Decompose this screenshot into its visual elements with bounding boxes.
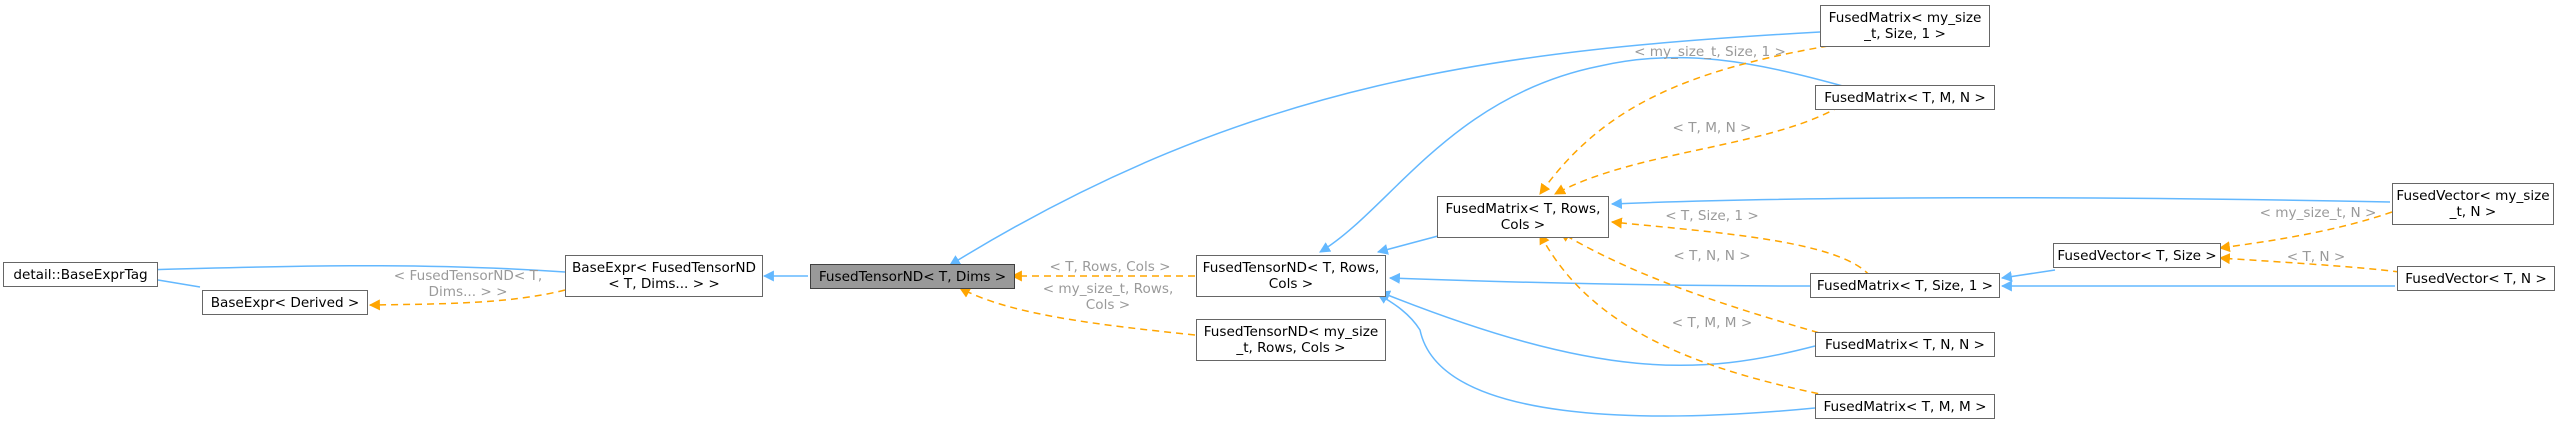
node-fused-tensor-nd-my-size[interactable]: FusedTensorND< my_size _t, Rows, Cols >: [1196, 319, 1386, 361]
edge-matrix-tmm-to-tensor-rows-cols: [1377, 293, 1816, 417]
node-fused-tensor-nd[interactable]: FusedTensorND< T, Dims >: [810, 264, 1015, 289]
label-fused-tensor-nd-args: < FusedTensorND< T, Dims... > >: [393, 268, 543, 300]
label-my-size-n: < my_size_t, N >: [2259, 205, 2377, 221]
edge-vector-my-size-to-matrix-rows-cols: [1610, 196, 2391, 210]
node-fused-matrix-t-n-n[interactable]: FusedMatrix< T, N, N >: [1815, 332, 1995, 357]
edge-matrix-tmn-to-rows-cols: [1319, 56, 1851, 253]
label-t-m-n: < T, M, N >: [1672, 120, 1752, 136]
edge-matrix-tnn-to-tensor-rows-cols: [1378, 290, 1816, 366]
edge-my-size-to-tensor: [959, 287, 1196, 336]
edge-matrix-tnn-to-rows-cols: [1559, 231, 1831, 337]
edge-matrix-rows-cols-to-tensor-rows-cols: [1376, 235, 1439, 255]
edge-vector-tn-to-vector-size: [2218, 253, 2401, 273]
label-t-n-n: < T, N, N >: [1673, 248, 1751, 264]
edge-matrix-tmn-to-rows-cols: [1554, 99, 1851, 195]
node-fused-matrix-t-m-n[interactable]: FusedMatrix< T, M, N >: [1815, 85, 1995, 110]
node-fused-matrix-rows-cols[interactable]: FusedMatrix< T, Rows, Cols >: [1437, 196, 1609, 238]
label-my-size-size-1: < my_size_t, Size, 1 >: [1634, 44, 1786, 60]
node-base-expr-fused-tensor[interactable]: BaseExpr< FusedTensorND < T, Dims... > >: [565, 255, 763, 297]
edge-matrix-my-size-to-tensor: [949, 31, 1821, 266]
label-t-size-1: < T, Size, 1 >: [1665, 208, 1759, 224]
label-my-size-rows-cols: < my_size_t, Rows, Cols >: [1042, 281, 1174, 313]
node-fused-vector-my-size[interactable]: FusedVector< my_size _t, N >: [2392, 183, 2554, 225]
edge-matrix-size1-to-rows-cols: [1610, 217, 1871, 277]
node-base-expr-derived[interactable]: BaseExpr< Derived >: [202, 290, 368, 315]
node-base-expr-tag[interactable]: detail::BaseExprTag: [3, 262, 158, 287]
node-fused-vector-t-n[interactable]: FusedVector< T, N >: [2397, 266, 2555, 291]
node-fused-matrix-t-size-1[interactable]: FusedMatrix< T, Size, 1 >: [1810, 273, 2000, 298]
edge-fused-base-to-tag: [138, 264, 566, 276]
edge-vector-size-to-matrix-size1: [2000, 269, 2056, 282]
node-fused-tensor-nd-rows-cols[interactable]: FusedTensorND< T, Rows, Cols >: [1196, 255, 1386, 297]
node-fused-matrix-t-m-m[interactable]: FusedMatrix< T, M, M >: [1815, 394, 1995, 419]
edge-matrix-my-size-to-rows-cols: [1539, 43, 1841, 195]
edge-fused-base-to-derived: [368, 289, 566, 311]
node-fused-vector-t-size[interactable]: FusedVector< T, Size >: [2053, 243, 2221, 268]
label-t-m-m: < T, M, M >: [1671, 315, 1753, 331]
label-t-n: < T, N >: [2286, 249, 2346, 265]
edge-matrix-tmm-to-rows-cols: [1539, 233, 1831, 397]
node-fused-matrix-my-size[interactable]: FusedMatrix< my_size _t, Size, 1 >: [1820, 5, 1990, 47]
edge-vector-my-size-to-vector-size: [2218, 211, 2393, 253]
label-rows-cols: < T, Rows, Cols >: [1049, 259, 1171, 275]
edge-matrix-size1-to-tensor-rows-cols: [1388, 272, 1811, 287]
